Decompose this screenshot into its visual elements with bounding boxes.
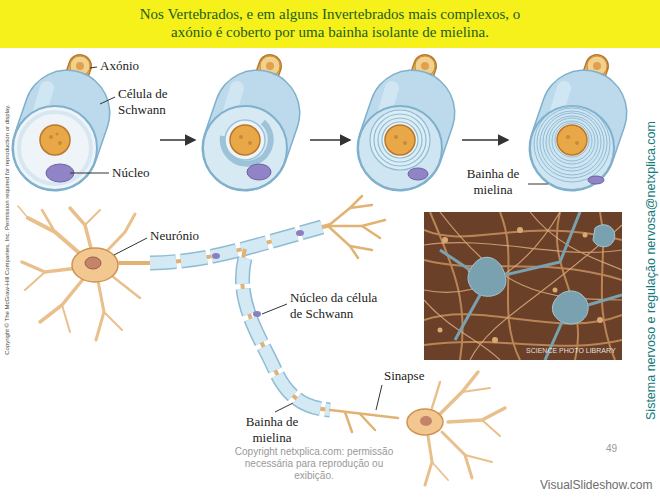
part-label: Sinapse (384, 368, 424, 384)
part-label: Núcleo da célula de Schwann (290, 290, 390, 321)
myelin-sheath (150, 227, 322, 263)
page-number: 49 (606, 443, 617, 455)
step-arrow (160, 139, 508, 141)
part-label: Axónio (100, 58, 139, 74)
copyright-note: Copyright © The McGraw-Hill Companies, I… (3, 105, 10, 355)
myelination-stage (203, 56, 287, 190)
schwann-nucleus (253, 311, 261, 317)
myelin-sheath (150, 227, 322, 263)
copyright-note: Copyright netxplica.com: permissão neces… (226, 446, 402, 482)
myelin-sheath (242, 258, 330, 410)
part-label: Bainha de mielina (460, 166, 526, 197)
axon (242, 249, 330, 410)
title: Nos Vertebrados, e em alguns Invertebrad… (125, 5, 535, 41)
part-label: Neurónio (150, 228, 199, 244)
myelination-stage (13, 56, 97, 190)
side-title: Sistema nervoso e regulação nervosa@netx… (643, 121, 658, 420)
myelin-sheath (242, 258, 330, 410)
watermark: VisualSlideshow.com (540, 478, 653, 492)
myelination-stage (358, 56, 442, 190)
micrograph (424, 212, 622, 360)
axon (118, 225, 330, 263)
cell-nucleus (85, 257, 101, 269)
part-label: Bainha de mielina (236, 414, 308, 445)
axon-terminal (328, 196, 385, 258)
cell-body (407, 409, 443, 435)
part-label: Núcleo (112, 165, 150, 181)
schwann-nucleus (296, 230, 304, 236)
dendrite (18, 206, 140, 340)
leader-line (114, 238, 382, 412)
cell-nucleus (420, 416, 432, 426)
part-label: Célula de Schwann (118, 86, 198, 117)
schwann-nucleus (212, 253, 220, 259)
photo-credit: SCIENCE PHOTO LIBRARY (526, 347, 616, 355)
axon-terminal (330, 410, 398, 432)
cell-body (72, 248, 118, 282)
myelination-stage (530, 56, 614, 190)
